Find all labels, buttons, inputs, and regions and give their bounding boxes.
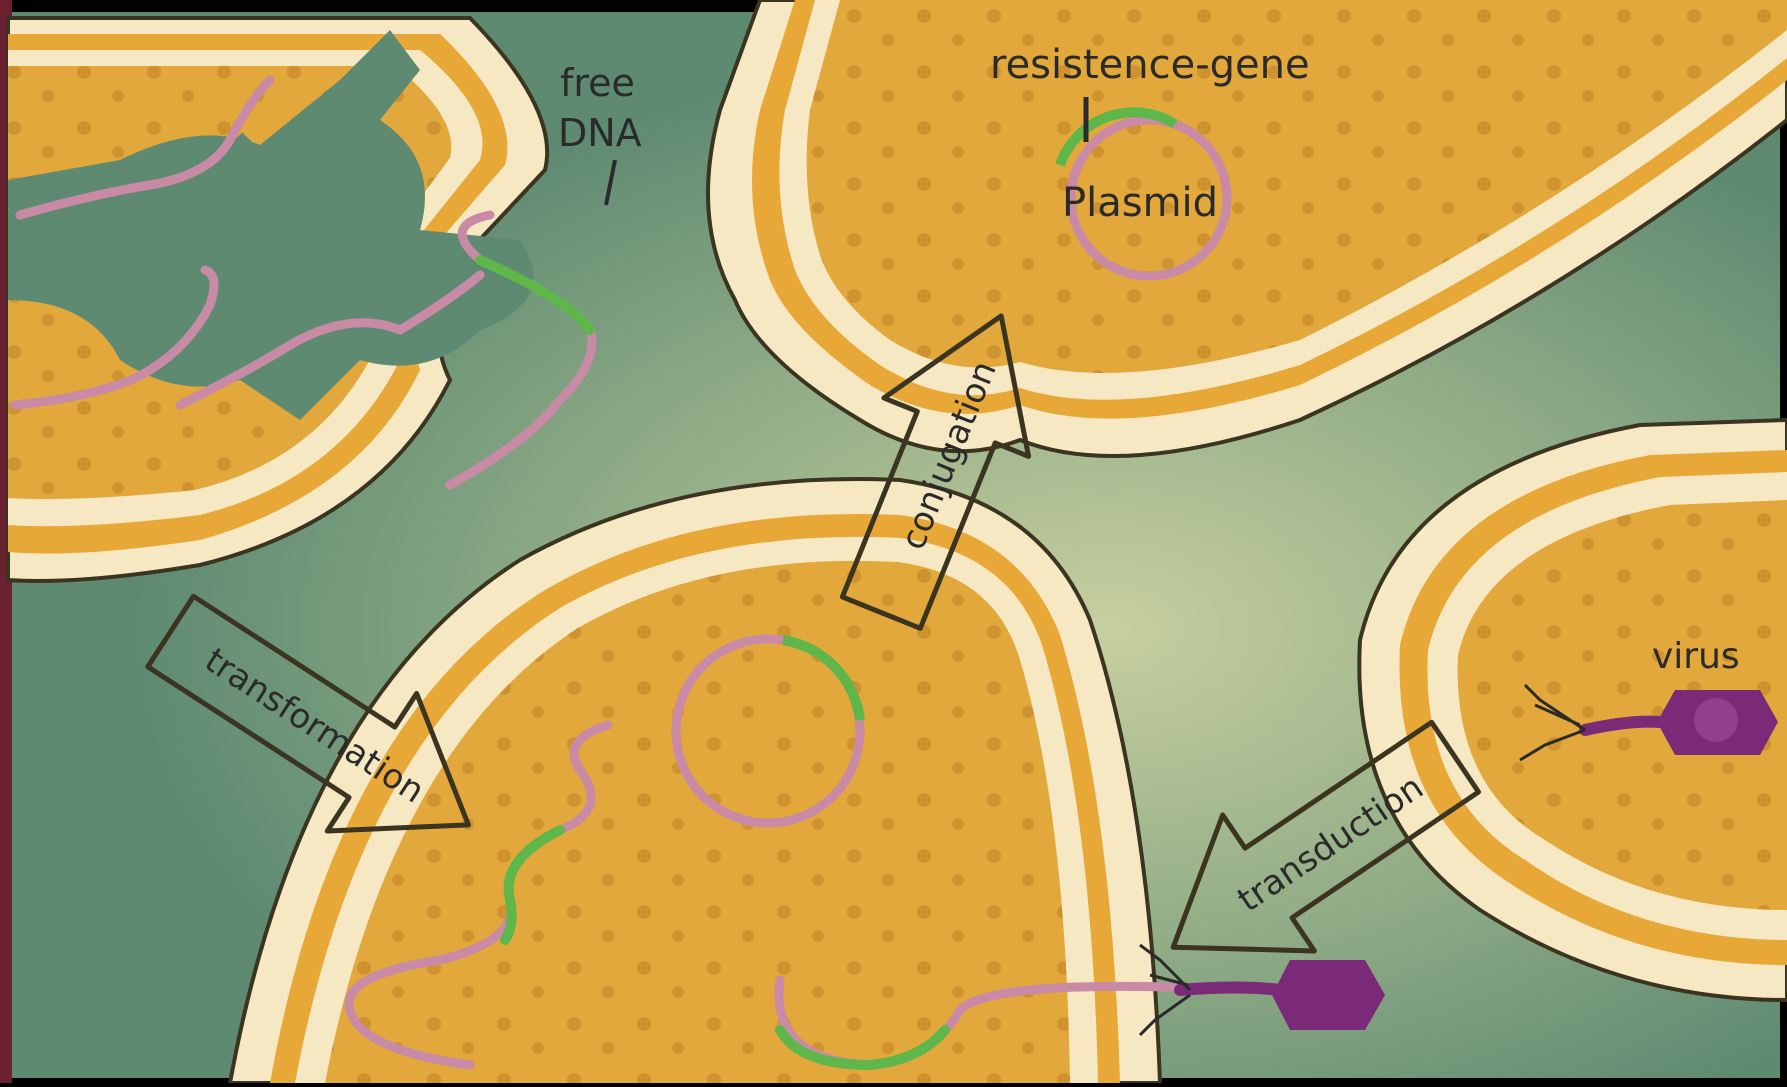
free-dna-label: DNA [558, 111, 642, 155]
virus-label: virus [1652, 636, 1740, 677]
plasmid-label: Plasmid [1062, 180, 1218, 226]
resistance-gene-label: resistence-gene [990, 42, 1310, 88]
free-dna-label: free [560, 61, 635, 105]
